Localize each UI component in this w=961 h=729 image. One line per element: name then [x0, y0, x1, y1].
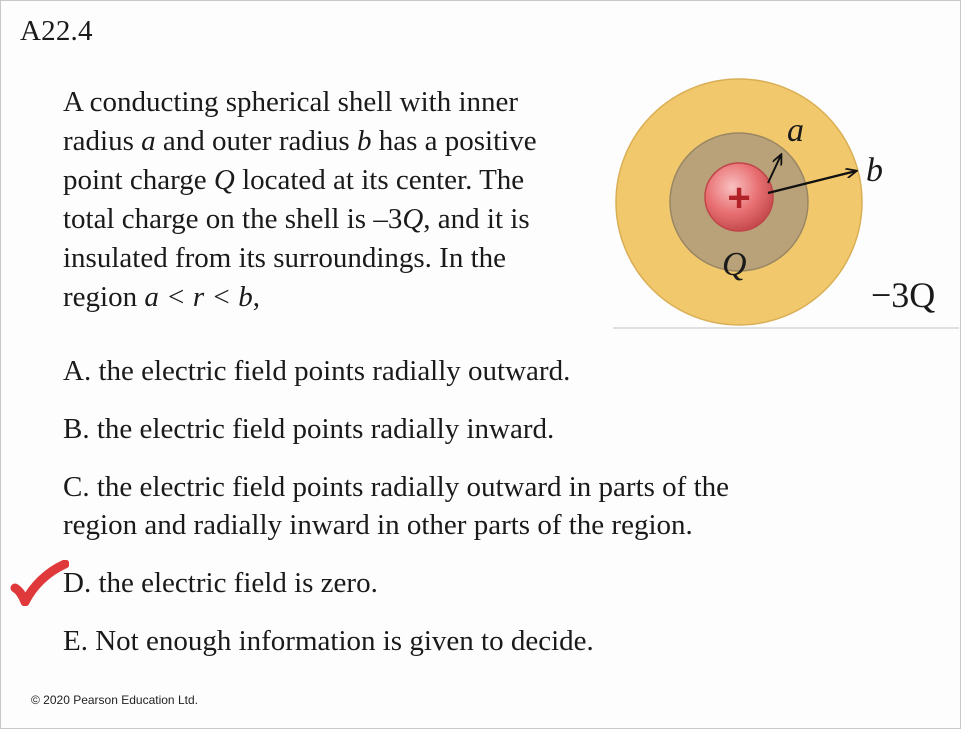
choice-c-line-1: C. the electric field points radially ou…: [63, 471, 729, 503]
plus-sign-icon: +: [727, 176, 750, 220]
text-fragment: region: [63, 281, 145, 313]
label-Q: Q: [722, 246, 747, 283]
choice-d-text: D. the electric field is zero.: [63, 567, 378, 599]
text-fragment: point charge: [63, 164, 214, 196]
text-fragment: has a positive: [371, 125, 537, 157]
question-line-6: region a < r < b,: [63, 278, 603, 317]
text-fragment: total charge on the shell is –3: [63, 203, 403, 235]
var-Q: Q: [402, 203, 424, 235]
label-shell-charge: −3Q: [871, 275, 935, 315]
question-line-1: A conducting spherical shell with inner: [63, 86, 519, 118]
slide-id: A22.4: [20, 15, 93, 47]
choice-c: C. the electric field points radially ou…: [63, 468, 923, 544]
question-line-5: insulated from its surroundings. In the: [63, 242, 507, 274]
question-line-3: point charge Q located at its center. Th…: [63, 161, 603, 200]
choice-e: E. Not enough information is given to de…: [63, 625, 594, 657]
var-b: b: [356, 125, 372, 157]
text-fragment: and outer radius: [155, 125, 357, 157]
text-fragment: radius: [63, 125, 142, 157]
question-line-4: total charge on the shell is –3Q, and it…: [63, 200, 603, 239]
choice-a: A. the electric field points radially ou…: [63, 355, 571, 387]
answer-choices: A. the electric field points radially ou…: [10, 352, 923, 660]
label-a: a: [787, 112, 804, 149]
label-b: b: [866, 152, 883, 189]
choice-b: B. the electric field points radially in…: [63, 413, 555, 445]
radius-b-arrow: [767, 171, 856, 195]
var-a: a: [141, 125, 156, 157]
choice-c-line-2: region and radially inward in other part…: [63, 509, 693, 541]
inequality: a < r < b: [144, 281, 253, 313]
question-line-2: radius a and outer radius b has a positi…: [63, 122, 603, 161]
text-fragment: located at its center. The: [234, 164, 525, 196]
var-Q: Q: [213, 164, 235, 196]
text-fragment: , and it is: [423, 203, 530, 235]
point-charge: [704, 162, 774, 232]
shell-diagram: + a b Q −3Q: [613, 78, 959, 329]
text-fragment: ,: [252, 281, 261, 313]
radius-a-arrow: [767, 155, 781, 184]
check-mark-icon: [10, 560, 69, 606]
copyright-footer: © 2020 Pearson Education Ltd.: [31, 693, 198, 707]
choice-d: D. the electric field is zero.: [10, 560, 923, 606]
question-text: A conducting spherical shell with inner …: [63, 83, 603, 317]
